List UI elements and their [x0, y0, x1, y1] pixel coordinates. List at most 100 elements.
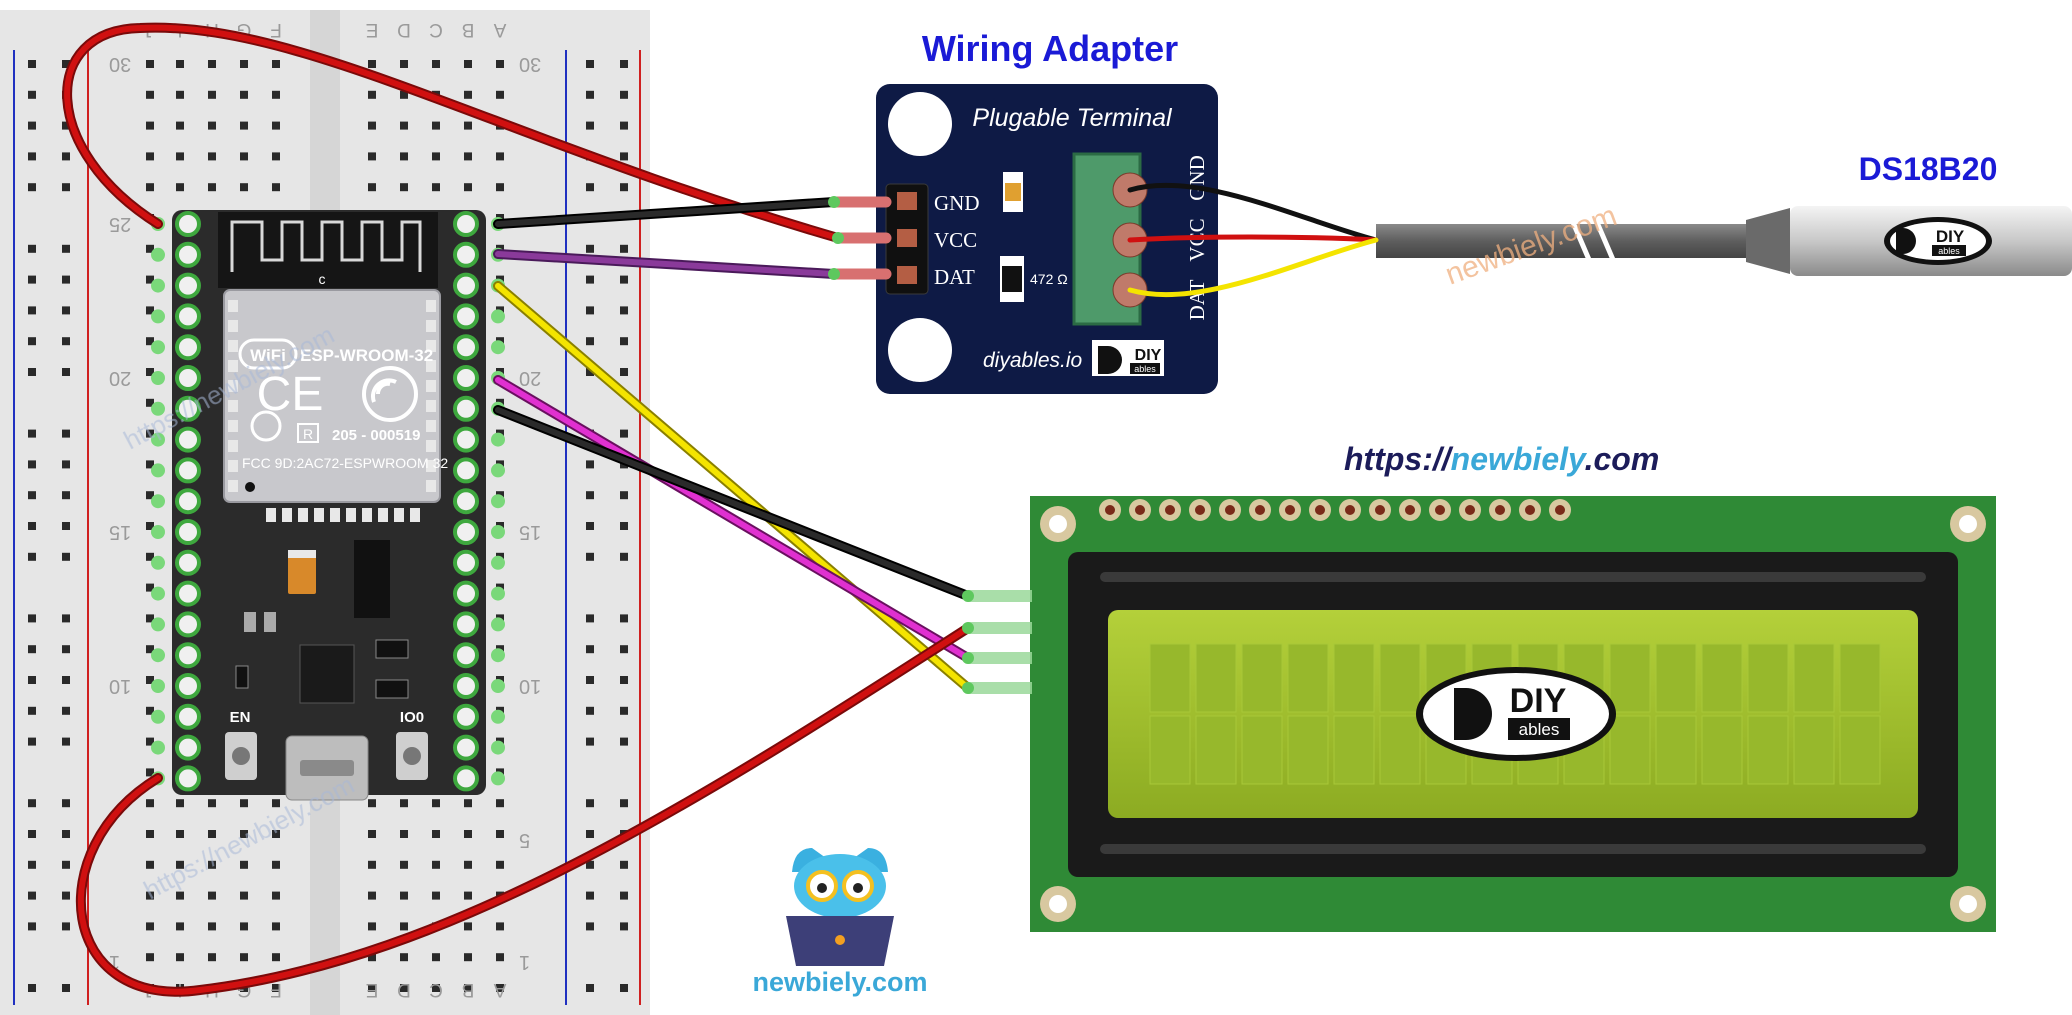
- esp32-pin: [175, 642, 201, 669]
- lcd-char-cell: [1839, 643, 1881, 713]
- rss-arcs-icon: [370, 378, 397, 403]
- lcd-mount-hole-center: [1959, 515, 1977, 533]
- breadboard-hole: [272, 922, 280, 931]
- breadboard-hole-active: [491, 709, 505, 724]
- breadboard-hole: [146, 552, 154, 561]
- breadboard-hole: [496, 922, 504, 931]
- io0-button-cap[interactable]: [403, 747, 421, 765]
- esp32-pin: [453, 457, 479, 484]
- breadboard-hole: [586, 891, 594, 900]
- breadboard-hole: [586, 306, 594, 315]
- wire-red-vcc: [64, 24, 841, 241]
- breadboard-hole: [620, 676, 628, 684]
- breadboard-hole: [28, 337, 36, 346]
- breadboard-hole: [432, 799, 440, 808]
- wire-endpoint: [962, 590, 974, 602]
- fcc-id: FCC 9D:2AC72-ESPWROOM 32: [242, 455, 448, 471]
- esp32-pin: [175, 549, 201, 576]
- pin-gnd: [897, 192, 917, 210]
- breadboard-hole: [146, 306, 154, 315]
- breadboard-hole: [368, 121, 376, 130]
- breadboard-hole: [496, 152, 504, 161]
- column-letter: B: [462, 19, 475, 40]
- breadboard-hole: [208, 121, 216, 130]
- breadboard-hole: [272, 984, 280, 992]
- breadboard-hole: [464, 891, 472, 900]
- breadboard-hole: [62, 676, 70, 684]
- breadboard-hole: [176, 90, 184, 99]
- breadboard-hole: [620, 183, 628, 192]
- breadboard-hole: [62, 645, 70, 654]
- lcd-char-cell: [1379, 643, 1421, 713]
- esp32-pin: [175, 365, 201, 391]
- breadboard-hole: [28, 460, 36, 469]
- breadboard-hole: [62, 614, 70, 623]
- breadboard-hole: [240, 830, 248, 838]
- breadboard-hole: [146, 953, 154, 962]
- breadboard-hole: [28, 368, 36, 376]
- wire-endpoint: [828, 268, 840, 280]
- breadboard-hole: [368, 984, 376, 992]
- row-number: 10: [519, 675, 541, 697]
- breadboard-hole: [272, 860, 280, 869]
- en-button-cap[interactable]: [232, 747, 250, 765]
- resistor-fill: [1002, 266, 1022, 292]
- wire-endpoint: [962, 682, 974, 694]
- breadboard-hole: [28, 152, 36, 161]
- esp32-pin: [453, 549, 479, 576]
- lcd-char-cell: [1241, 643, 1283, 713]
- i2c-pin: [968, 652, 1032, 664]
- breadboard-hole: [272, 152, 280, 161]
- smd-component: [264, 612, 276, 632]
- breadboard-hole-active: [151, 586, 165, 601]
- esp32-pin: [175, 395, 201, 422]
- breadboard-hole: [400, 152, 408, 161]
- breadboard-hole: [62, 737, 70, 746]
- esp32-pin: [175, 426, 201, 453]
- row-number: 30: [519, 53, 541, 75]
- breadboard-hole: [62, 830, 70, 838]
- wire-purple-dat: [495, 251, 837, 277]
- breadboard-hole: [586, 460, 594, 469]
- breadboard-hole: [146, 491, 154, 500]
- breadboard-hole-active: [151, 401, 165, 416]
- breadboard-hole: [400, 953, 408, 962]
- column-letter: D: [397, 979, 411, 1000]
- wroom-module: [223, 289, 441, 503]
- breadboard-hole: [432, 830, 440, 838]
- breadboard-hole-active: [491, 555, 505, 570]
- breadboard-hole: [368, 830, 376, 838]
- breadboard-hole: [146, 183, 154, 192]
- esp32-pin: [453, 519, 479, 545]
- breadboard-hole-active: [491, 617, 505, 632]
- breadboard-hole: [28, 737, 36, 746]
- breadboard-hole: [28, 552, 36, 561]
- breadboard-hole: [240, 891, 248, 900]
- breadboard-hole: [62, 244, 70, 253]
- breadboard-hole: [28, 491, 36, 500]
- breadboard-hole: [146, 121, 154, 130]
- breadboard-hole: [176, 183, 184, 192]
- breadboard-hole: [146, 522, 154, 530]
- mount-hole: [888, 92, 952, 156]
- lcd-char-cell: [1195, 643, 1237, 713]
- breadboard-hole: [28, 275, 36, 284]
- esp32-pin: [175, 611, 201, 638]
- module-pad: [228, 360, 238, 372]
- breadboard-hole: [240, 953, 248, 962]
- breadboard-hole: [28, 645, 36, 654]
- lcd-top-pins: [1099, 499, 1571, 521]
- breadboard-hole: [620, 922, 628, 931]
- breadboard-hole: [240, 860, 248, 869]
- site-url: https://newbiely.com: [1344, 441, 1659, 477]
- breadboard-hole: [620, 90, 628, 99]
- breadboard-hole: [62, 306, 70, 315]
- breadboard-hole: [464, 984, 472, 992]
- cert-number: 205 - 000519: [332, 427, 420, 444]
- newbiely-mascot: newbiely.com: [752, 848, 928, 997]
- lcd-char-cell: [1609, 643, 1651, 713]
- breadboard-hole: [146, 152, 154, 161]
- lcd-pin-hole: [1105, 505, 1115, 515]
- esp32-pin: [453, 334, 479, 361]
- breadboard-hole: [464, 90, 472, 99]
